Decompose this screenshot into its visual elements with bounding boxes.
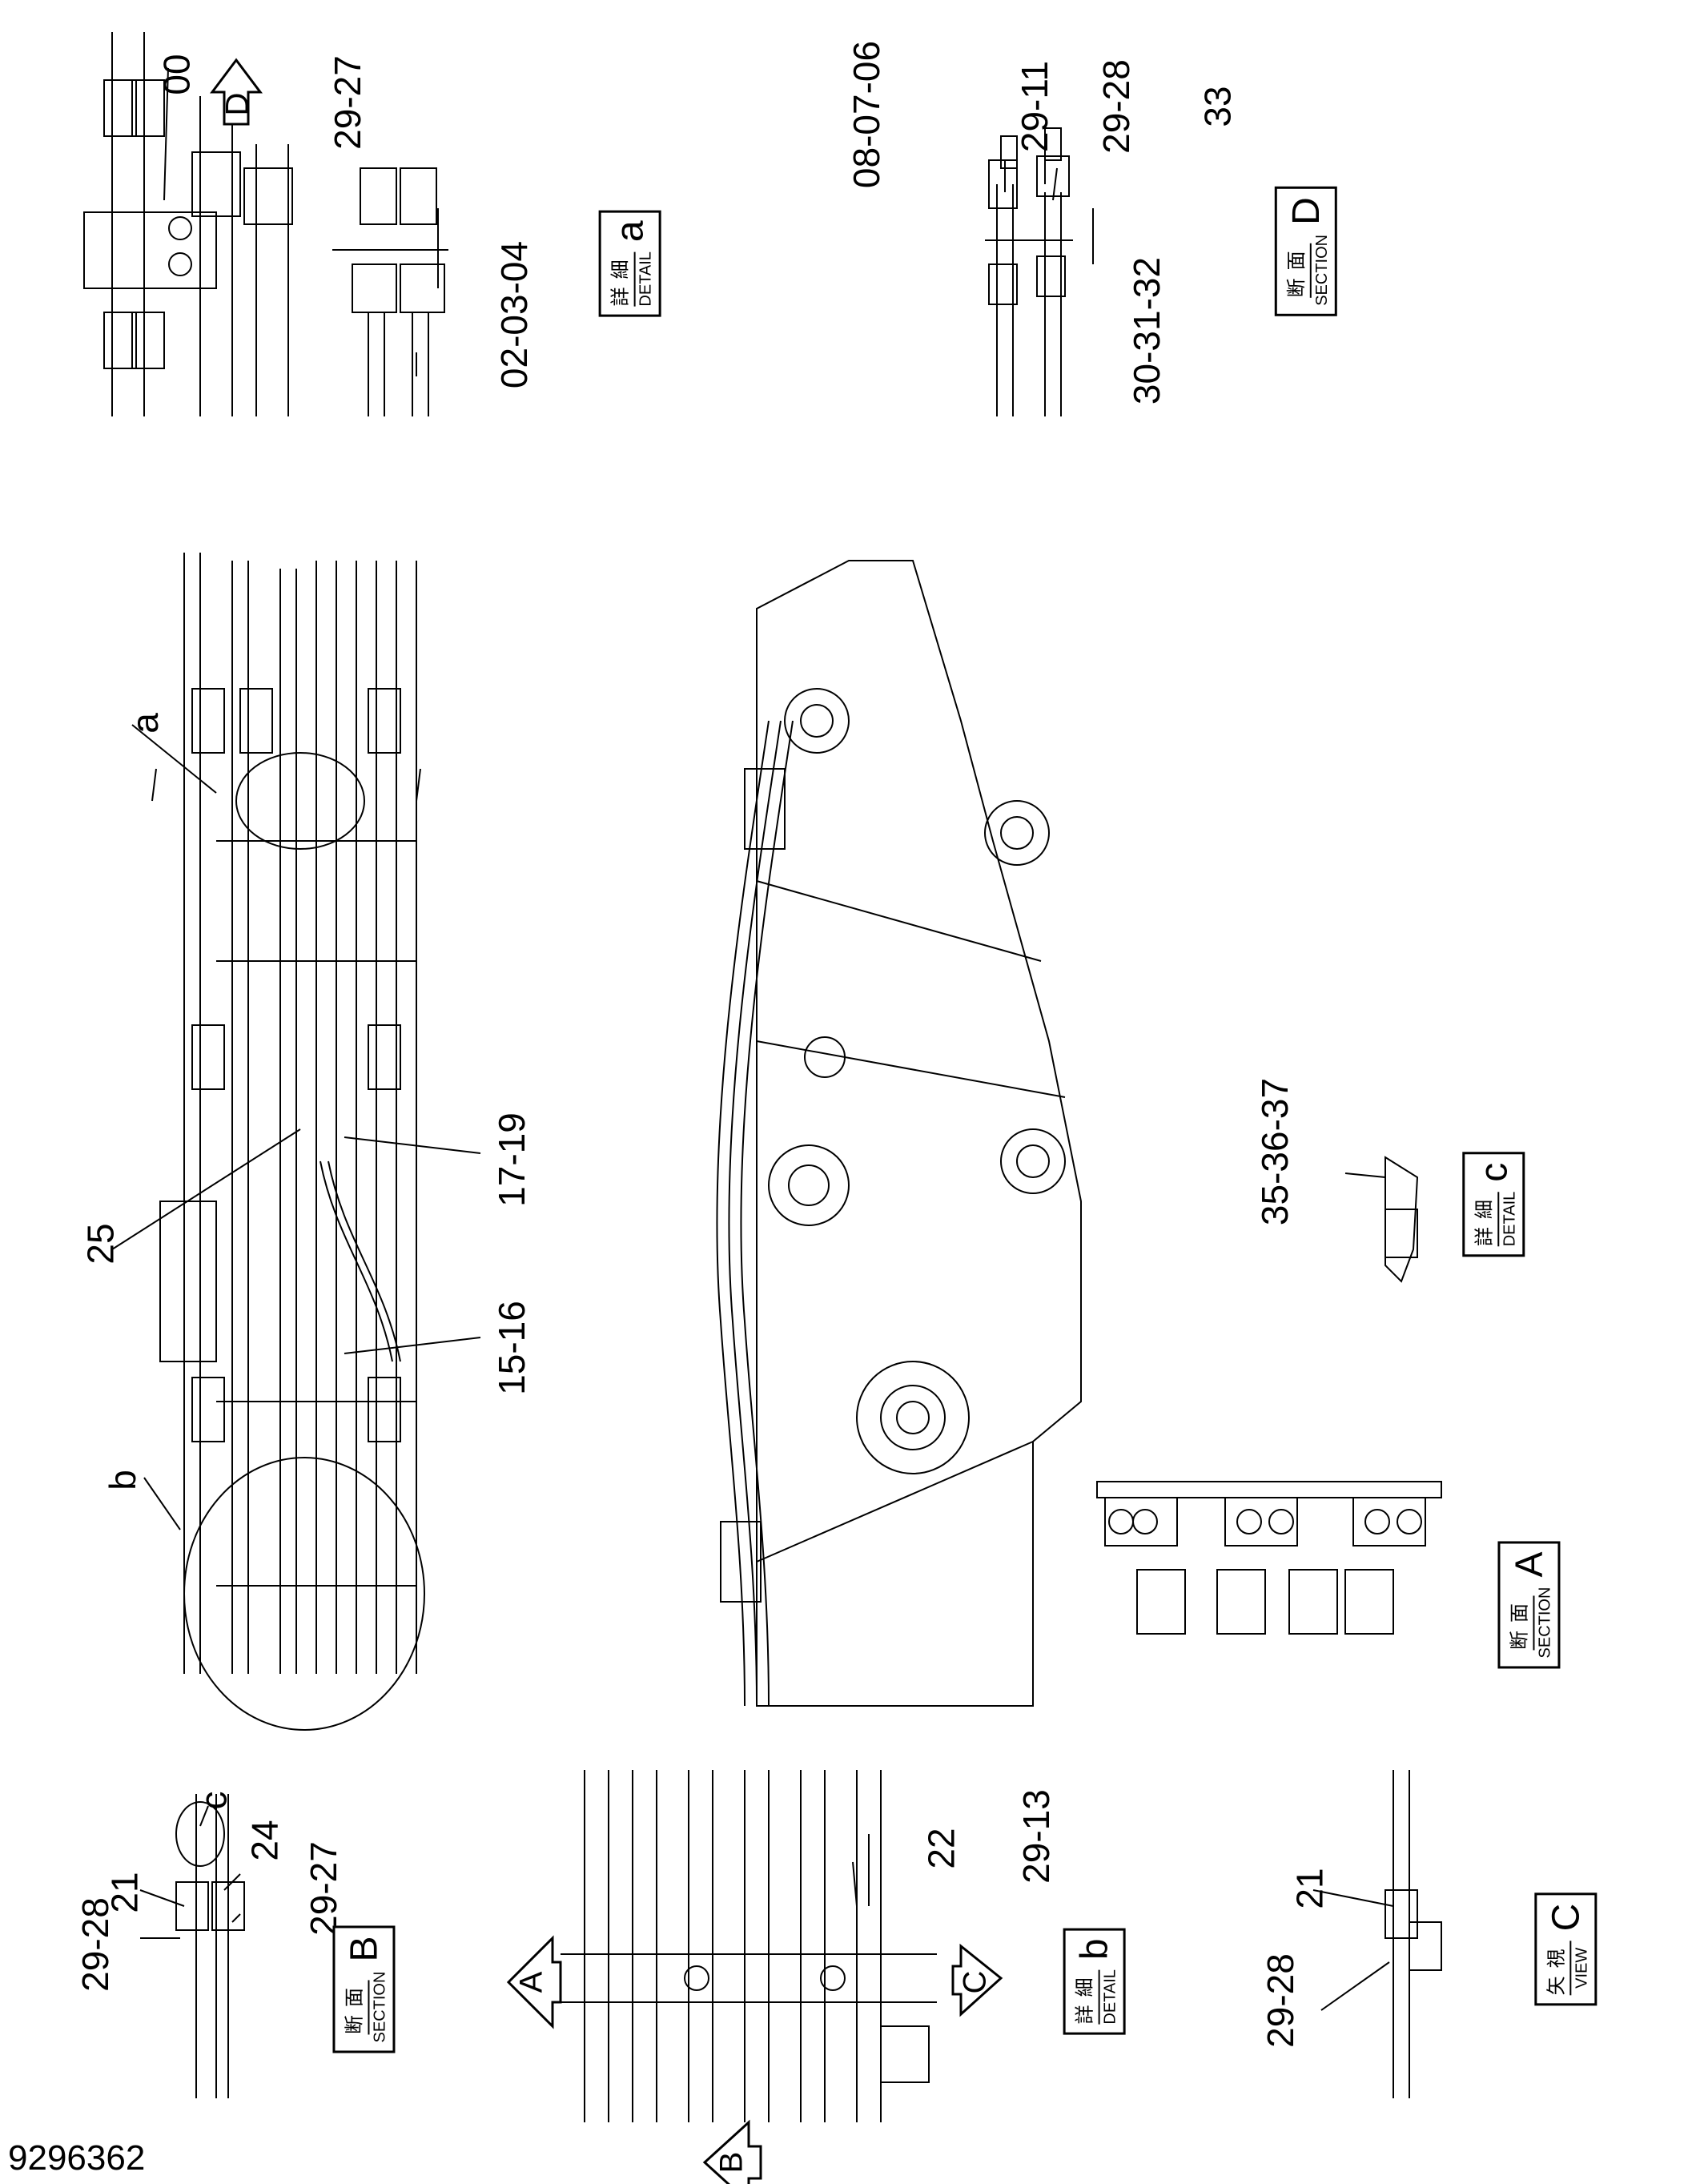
label-29-28-view: 29-28 — [1259, 1953, 1301, 2048]
title-section-b-letter: B — [342, 1936, 385, 1962]
label-17-19: 17-19 — [490, 1112, 532, 1207]
arrow-a-letter: A — [513, 1971, 549, 1993]
title-section-a-letter: A — [1507, 1551, 1550, 1578]
section-a-drawing — [1096, 1481, 1442, 1635]
label-22: 22 — [920, 1828, 963, 1869]
arrow-d — [210, 58, 263, 126]
label-08-07-06: 08-07-06 — [846, 40, 888, 189]
label-02-03-04: 02-03-04 — [493, 240, 536, 389]
label-24: 24 — [243, 1820, 286, 1861]
label-b: b — [101, 1470, 143, 1490]
arrow-c — [951, 1943, 1003, 2017]
title-section-a-en: SECTION — [1536, 1587, 1554, 1659]
label-29-27-left: 29-27 — [302, 1841, 344, 1936]
arrow-b-letter: B — [713, 2151, 750, 2174]
title-section-b-jp: 断面 — [338, 1980, 370, 2035]
arrow-b — [702, 2119, 762, 2184]
title-section-d-letter: D — [1284, 197, 1328, 225]
leader-lines — [111, 67, 1394, 2011]
title-view-c-jp: 矢視 — [1540, 1941, 1572, 1996]
title-detail-a-letter: a — [609, 220, 652, 243]
arrow-c-letter: C — [957, 1970, 993, 1994]
section-d-drawing — [985, 127, 1094, 416]
title-section-b-en: SECTION — [371, 1971, 389, 2043]
label-a: a — [123, 713, 166, 734]
document-number: 9296362 — [8, 2138, 146, 2178]
view-c-drawing — [1384, 1770, 1442, 2098]
label-15-16: 15-16 — [490, 1301, 532, 1395]
label-29-13: 29-13 — [1015, 1789, 1057, 1884]
title-detail-b-jp: 詳細 — [1068, 1969, 1100, 2025]
label-33: 33 — [1196, 86, 1239, 127]
arrow-d-letter: D — [219, 92, 255, 116]
title-detail-c-en: DETAIL — [1501, 1191, 1519, 1247]
title-detail-b-letter: b — [1073, 1938, 1116, 1961]
title-detail-a-jp: 詳細 — [604, 251, 636, 307]
section-arrows — [210, 58, 1003, 2184]
boom-side-view — [716, 560, 1082, 1707]
label-29-28-left: 29-28 — [74, 1897, 116, 1992]
title-detail-c-letter: c — [1472, 1162, 1515, 1182]
title-section-d-en: SECTION — [1312, 234, 1331, 306]
label-29-27-top: 29-27 — [326, 55, 368, 150]
section-b-drawing — [175, 1794, 245, 2098]
detail-a-drawing — [83, 32, 448, 416]
label-29-11: 29-11 — [1014, 60, 1056, 153]
detail-b-drawing — [561, 1770, 937, 2122]
label-00: 00 — [155, 54, 198, 95]
label-25: 25 — [79, 1223, 122, 1265]
label-29-28-top: 29-28 — [1095, 59, 1137, 154]
title-detail-b-en: DETAIL — [1101, 1969, 1119, 2025]
label-30-31-32: 30-31-32 — [1126, 256, 1168, 405]
label-c-small: c — [192, 1791, 235, 1810]
title-detail-a-en: DETAIL — [637, 251, 655, 307]
title-view-c-letter: C — [1544, 1903, 1587, 1932]
title-detail-c-jp: 詳細 — [1468, 1192, 1500, 1247]
detail-c-drawing — [1384, 1156, 1419, 1283]
arrow-a — [506, 1935, 562, 2029]
title-section-d-jp: 断面 — [1280, 243, 1312, 298]
title-section-a-jp: 断面 — [1503, 1595, 1535, 1651]
label-21-view: 21 — [1288, 1868, 1331, 1909]
hose-bundle-plan — [151, 553, 425, 1731]
label-35-36-37: 35-36-37 — [1254, 1077, 1296, 1226]
title-view-c-en: VIEW — [1573, 1947, 1591, 1989]
